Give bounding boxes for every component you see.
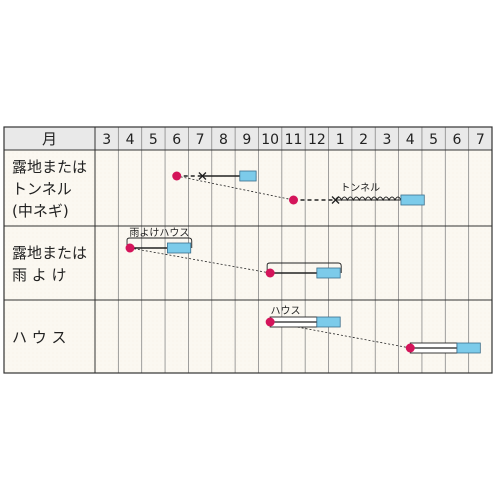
month-tick-label: 3 xyxy=(102,132,111,148)
rain-cover-bracket xyxy=(126,237,193,248)
transplant-cross-mark xyxy=(198,172,207,180)
row-label-line: ハ ウ ス xyxy=(12,329,67,347)
rain-cover-bracket xyxy=(266,262,342,273)
month-tick-label: 4 xyxy=(126,132,135,148)
sowing-dot xyxy=(125,243,135,253)
harvest-bar xyxy=(316,316,341,328)
table-border xyxy=(3,126,493,374)
row-label-line: 雨 よ け xyxy=(12,266,67,284)
month-tick-label: 5 xyxy=(429,132,438,148)
tunnel-arc-line xyxy=(335,196,402,202)
month-tick-label: 3 xyxy=(382,132,391,148)
transplant-cross-mark xyxy=(331,196,340,204)
harvest-bar xyxy=(239,170,257,182)
month-tick-label: 6 xyxy=(453,132,462,148)
month-tick-label: 10 xyxy=(261,132,279,148)
month-tick-label: 5 xyxy=(149,132,158,148)
month-tick-label: 11 xyxy=(285,132,303,148)
rain-cover-label: 雨よけハウス xyxy=(129,227,189,239)
month-tick-label: 4 xyxy=(406,132,415,148)
row-label-line: 露地または xyxy=(12,158,87,176)
chart-grid xyxy=(3,126,493,374)
month-tick-label: 7 xyxy=(476,132,485,148)
tunnel-label: トンネル xyxy=(340,182,380,194)
row-label-line: トンネル xyxy=(12,180,72,198)
month-tick-label: 1 xyxy=(336,132,345,148)
harvest-bar xyxy=(456,342,481,354)
body-background xyxy=(4,150,492,373)
house-label: ハウス xyxy=(271,305,301,317)
harvest-bar xyxy=(166,242,192,254)
month-tick-label: 12 xyxy=(308,132,326,148)
month-tick-label: 2 xyxy=(359,132,368,148)
row-label-line: (中ネギ) xyxy=(12,202,69,220)
sowing-dot xyxy=(265,268,275,278)
harvest-bar xyxy=(400,194,425,206)
chart-background xyxy=(4,127,492,373)
month-tick-label: 9 xyxy=(242,132,251,148)
sowing-dot xyxy=(405,343,415,353)
harvest-bar xyxy=(316,267,341,279)
sowing-dot xyxy=(172,171,182,181)
month-tick-label: 8 xyxy=(219,132,228,148)
sowing-dot xyxy=(289,195,298,205)
row-label-line: 露地または xyxy=(12,244,87,262)
sowing-dot xyxy=(265,317,275,327)
month-tick-label: 7 xyxy=(196,132,205,148)
month-tick-label: 6 xyxy=(172,132,181,148)
header-month-label: 月 xyxy=(42,130,57,148)
header-background xyxy=(4,127,492,150)
